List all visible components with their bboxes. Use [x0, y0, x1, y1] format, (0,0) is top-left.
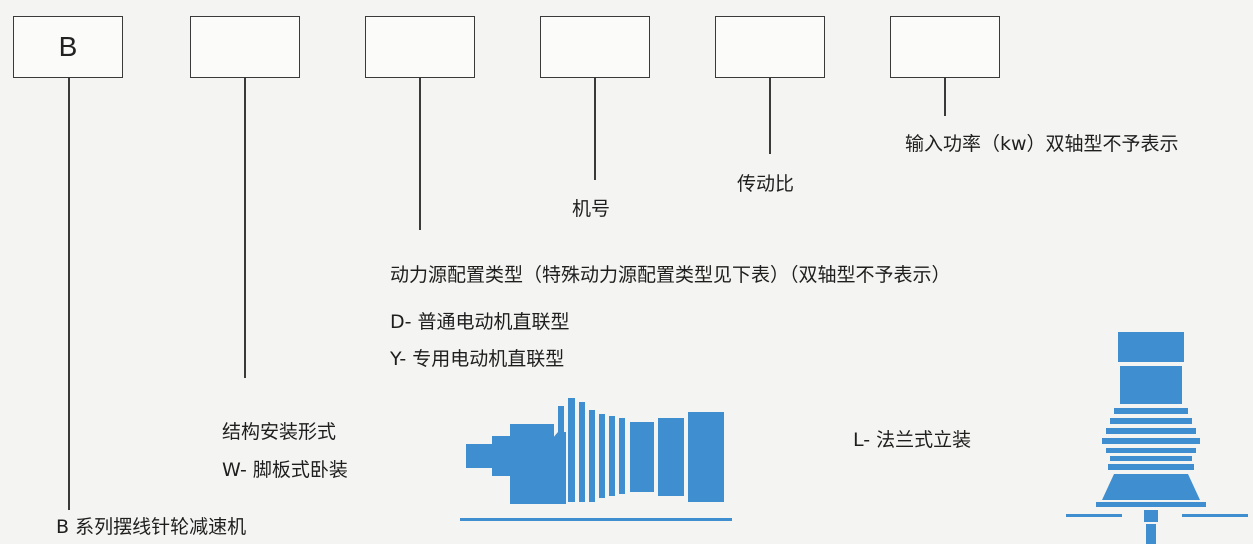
leader-line-structure	[244, 78, 246, 378]
label-structure-w: W- 脚板式卧装	[222, 459, 348, 481]
leader-line-power-source	[419, 78, 421, 230]
code-box-power-source	[365, 16, 475, 78]
code-box-input-power	[890, 16, 1000, 78]
code-box-series: B	[13, 16, 123, 78]
label-frame-no: 机号	[572, 198, 611, 220]
label-ratio: 传动比	[737, 173, 795, 195]
label-power-d: D- 普通电动机直联型	[390, 311, 570, 333]
label-input-power: 输入功率（kw）双轴型不予表示	[905, 133, 1179, 155]
code-box-ratio	[715, 16, 825, 78]
leader-line-input-power	[944, 78, 946, 116]
label-power-source: 动力源配置类型（特殊动力源配置类型见下表）（双轴型不予表示）	[390, 264, 951, 286]
leader-line-frame-no	[594, 78, 596, 180]
label-flange-l: L- 法兰式立装	[853, 429, 972, 451]
label-structure: 结构安装形式	[222, 421, 337, 443]
vertical-reducer-illustration	[1066, 332, 1248, 544]
code-box-structure	[190, 16, 300, 78]
leader-line-series	[68, 78, 70, 510]
leader-line-ratio	[769, 78, 771, 154]
label-series: B 系列摆线针轮减速机	[56, 516, 247, 538]
horizontal-reducer-illustration	[460, 398, 732, 521]
code-box-frame-no	[540, 16, 650, 78]
label-power-y: Y- 专用电动机直联型	[390, 348, 565, 370]
